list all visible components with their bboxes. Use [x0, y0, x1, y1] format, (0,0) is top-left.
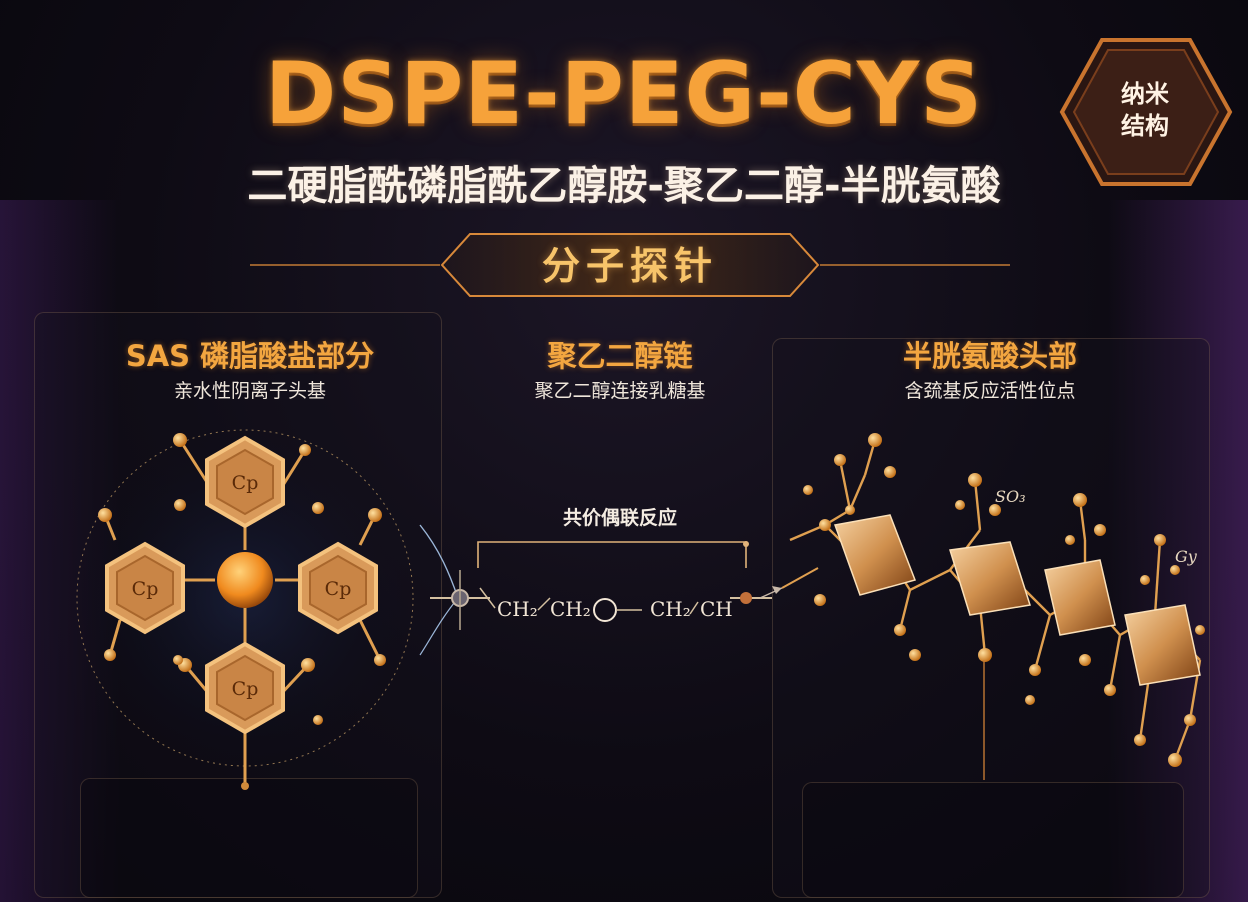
- badge-line1: 纳米: [1121, 80, 1169, 108]
- glycine-label: Gy: [1175, 547, 1198, 566]
- ring-label-bottom: Cp: [232, 678, 259, 700]
- chain-oxygen-ring: [593, 598, 617, 622]
- phospholipid-molecule: Cp Cp Cp Cp: [73, 426, 417, 790]
- covalent-coupling-label: 共价偶联反应: [562, 507, 677, 529]
- sulfonate-label: SO₃: [995, 487, 1026, 506]
- terminal-atoms: [98, 433, 386, 725]
- cysteine-molecule: SO₃ Gy: [789, 433, 1205, 780]
- probe-banner-frame: [440, 233, 820, 297]
- panel-right-footer: [802, 782, 1184, 898]
- chemical-name-subtitle: 二硬脂酰磷脂酰乙醇胺-聚乙二醇-半胱氨酸: [247, 163, 1001, 209]
- chain-atom-3: O: [605, 615, 606, 617]
- backbone-atoms: [803, 433, 1205, 767]
- ring-right: Cp: [298, 541, 378, 635]
- ring-label-right: Cp: [325, 578, 352, 600]
- probe-label: 分子探针: [541, 244, 718, 288]
- section-title-phospholipid: SAS 磷脂酸盐部分: [125, 339, 375, 373]
- main-title: DSPE-PEG-CYS: [264, 44, 984, 144]
- linker-end-atom: [740, 592, 752, 604]
- panel-left-footer: [80, 778, 418, 898]
- chain-atom-4: CH₂: [650, 597, 691, 621]
- ring-label-left: Cp: [132, 578, 159, 600]
- chain-atom-5: CH: [700, 597, 733, 621]
- ring-plates: [833, 514, 1201, 686]
- ring-left: Cp: [105, 541, 185, 635]
- section-title-cysteine: 半胱氨酸头部: [902, 339, 1077, 373]
- chain-atom-2: CH₂: [550, 597, 591, 621]
- section-subtitle-peg: 聚乙二醇连接乳糖基: [534, 380, 706, 402]
- banner-line-left: [250, 264, 440, 266]
- nano-structure-badge: [1059, 38, 1233, 186]
- peg-linker-chain: CH₂ CH₂ O CH₂ CH: [419, 524, 819, 656]
- section-title-peg: 聚乙二醇链: [547, 339, 693, 373]
- ring-bottom: Cp: [205, 641, 285, 735]
- section-subtitle-cysteine: 含巯基反应活性位点: [904, 380, 1076, 402]
- chain-atom-1: CH₂: [497, 597, 538, 621]
- ring-top: Cp: [205, 435, 285, 529]
- central-atom: [217, 552, 273, 608]
- ring-label-top: Cp: [232, 472, 259, 494]
- banner-line-right: [820, 264, 1010, 266]
- section-subtitle-phospholipid: 亲水性阴离子头基: [173, 380, 326, 402]
- badge-line2: 结构: [1121, 112, 1169, 140]
- badge-label: 纳米 结构: [1090, 78, 1200, 142]
